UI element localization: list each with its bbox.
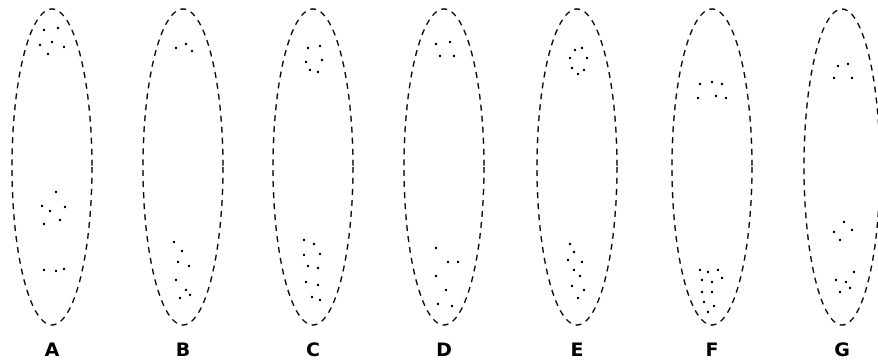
dots-a — [39, 27, 66, 272]
figure-g: G — [804, 9, 878, 361]
figure-a: A — [12, 9, 92, 361]
label-f: F — [706, 339, 719, 361]
dots-c — [303, 45, 323, 301]
label-d: D — [436, 339, 452, 361]
ellipse-c — [273, 9, 353, 325]
ellipse-b — [143, 9, 223, 325]
figure-b: B — [143, 9, 223, 361]
figure-c: C — [273, 9, 353, 361]
dots-g — [833, 63, 855, 293]
ellipse-g — [804, 9, 878, 325]
label-c: C — [306, 339, 320, 361]
label-b: B — [176, 339, 190, 361]
ellipse-f — [672, 9, 752, 325]
label-g: G — [834, 339, 850, 361]
figure-d: D — [404, 9, 484, 361]
dots-d — [435, 41, 459, 307]
label-a: A — [45, 339, 60, 361]
ellipse-e — [537, 9, 617, 325]
dots-f — [697, 81, 727, 313]
figure-f: F — [672, 9, 752, 361]
dots-b — [173, 43, 193, 299]
ellipse-d — [404, 9, 484, 325]
ellipse-a — [12, 9, 92, 325]
figure-e: E — [537, 9, 617, 361]
label-e: E — [571, 339, 584, 361]
dots-e — [567, 47, 588, 299]
